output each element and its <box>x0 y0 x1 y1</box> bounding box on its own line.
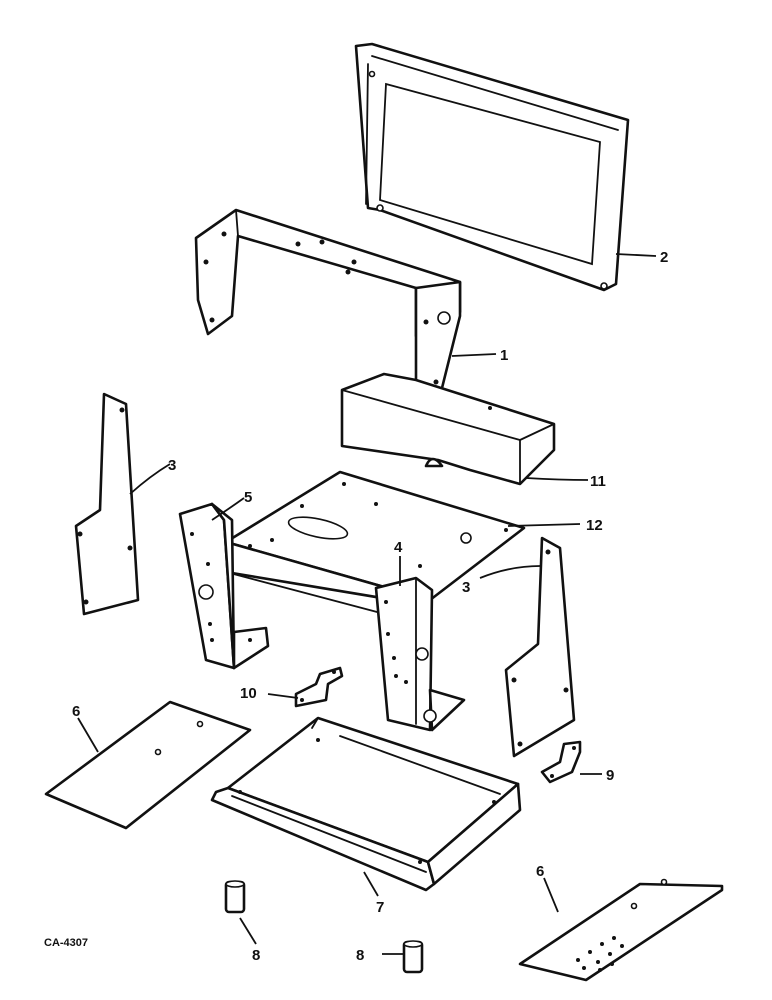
callout-2: 2 <box>660 249 668 266</box>
part-8-spacer-left <box>224 880 246 914</box>
part-1-u-bracket <box>194 208 462 406</box>
part-12-base-plate <box>224 470 526 627</box>
callout-1: 1 <box>500 347 508 364</box>
part-4-right-leg <box>374 576 466 732</box>
part-3-right-side-plate <box>504 536 576 758</box>
leader-lines <box>77 253 657 955</box>
callout-10: 10 <box>240 685 257 702</box>
callout-4: 4 <box>394 539 403 556</box>
part-7-step-tray <box>210 716 522 892</box>
drawing-reference: CA-4307 <box>44 937 88 949</box>
part-9-bracket <box>540 740 582 784</box>
callout-3-left: 3 <box>168 457 176 474</box>
callout-6-left: 6 <box>72 703 80 720</box>
callout-3-right: 3 <box>462 579 470 596</box>
part-10-bracket <box>294 666 344 708</box>
part-3-left-side-plate <box>74 392 140 616</box>
callout-11: 11 <box>590 473 606 490</box>
callout-8-right: 8 <box>356 947 364 964</box>
part-8-spacer-right <box>402 940 424 974</box>
callout-8-left: 8 <box>252 947 260 964</box>
part-6-right-mat <box>518 878 724 982</box>
callout-6-right: 6 <box>536 863 544 880</box>
callout-7: 7 <box>376 899 384 916</box>
callout-12: 12 <box>586 517 603 534</box>
part-11-shroud <box>340 372 556 486</box>
callout-5: 5 <box>244 489 252 506</box>
part-2-frame <box>354 42 630 292</box>
part-6-left-mat <box>44 700 252 830</box>
part-5-left-leg <box>178 502 270 670</box>
callout-9: 9 <box>606 767 614 784</box>
